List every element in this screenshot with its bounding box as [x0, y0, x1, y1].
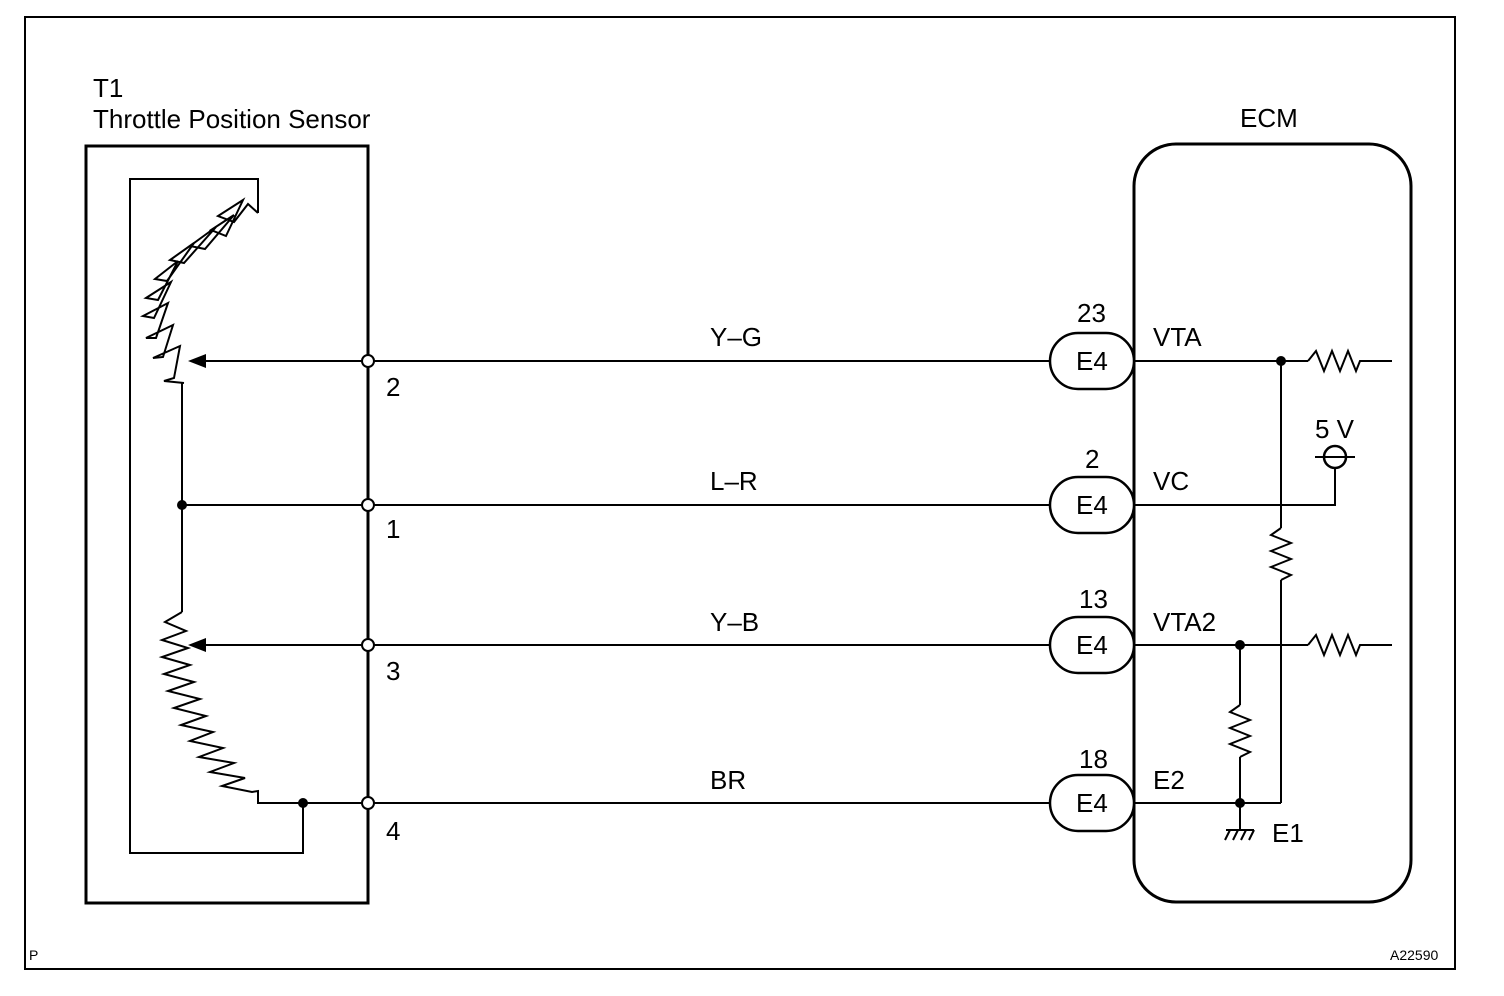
connector-code: E4: [1076, 788, 1108, 818]
signal-label: E2: [1153, 765, 1185, 795]
ecm-vc-line: [1134, 468, 1336, 506]
terminal-label: 3: [386, 656, 400, 686]
terminal-3: [361, 638, 375, 652]
terminal-2: [361, 354, 375, 368]
footer-right-code: A22590: [1390, 947, 1438, 963]
pin-number: 18: [1079, 744, 1108, 774]
ground-symbol-hatch: [1248, 829, 1255, 841]
sensor-box: [84, 144, 370, 905]
ecm-title: ECM: [1240, 103, 1298, 133]
ecm-pulldown-resistor: [1268, 527, 1294, 581]
signal-label: VTA2: [1153, 607, 1216, 637]
sensor-id: T1: [93, 73, 123, 103]
terminal-label: 1: [386, 514, 400, 544]
diagram-frame: [24, 16, 1456, 970]
ground-symbol-hatch: [1232, 829, 1239, 841]
ground-symbol-hatch: [1224, 829, 1231, 841]
terminal-label: 4: [386, 816, 400, 846]
pin-number: 23: [1077, 298, 1106, 328]
wire-color-label: L–R: [710, 466, 758, 496]
ecm-supply-label: 5 V: [1315, 414, 1355, 444]
wire-color-label: BR: [710, 765, 746, 795]
signal-label: VC: [1153, 466, 1189, 496]
wire-color-label: Y–G: [710, 322, 762, 352]
sensor-name: Throttle Position Sensor: [93, 104, 371, 134]
pin-number: 2: [1085, 444, 1099, 474]
ecm-ground-label: E1: [1272, 818, 1304, 848]
sensor-inner-loop: [129, 178, 304, 854]
lower-wiper-arrow: [188, 638, 206, 652]
ecm-vta-resistor: [1307, 348, 1392, 374]
terminal-4: [361, 796, 375, 810]
connector-code: E4: [1076, 630, 1108, 660]
ecm-box: [1132, 142, 1413, 904]
footer-left-code: P: [29, 947, 38, 963]
connector-code: E4: [1076, 346, 1108, 376]
lower-resistor-element: [158, 611, 368, 804]
terminal-label: 2: [386, 372, 400, 402]
ecm-vta2-resistor: [1307, 632, 1392, 658]
ecm-vta2-pulldown-resistor: [1227, 704, 1253, 758]
sensor-ground-dot: [298, 798, 308, 808]
ground-symbol-hatch: [1240, 829, 1247, 841]
signal-label: VTA: [1153, 322, 1202, 352]
wire-color-label: Y–B: [710, 607, 759, 637]
pin-number: 13: [1079, 584, 1108, 614]
terminal-1: [361, 498, 375, 512]
upper-wiper-arrow: [188, 354, 206, 368]
connector-code: E4: [1076, 490, 1108, 520]
upper-resistor-element: [139, 197, 259, 384]
